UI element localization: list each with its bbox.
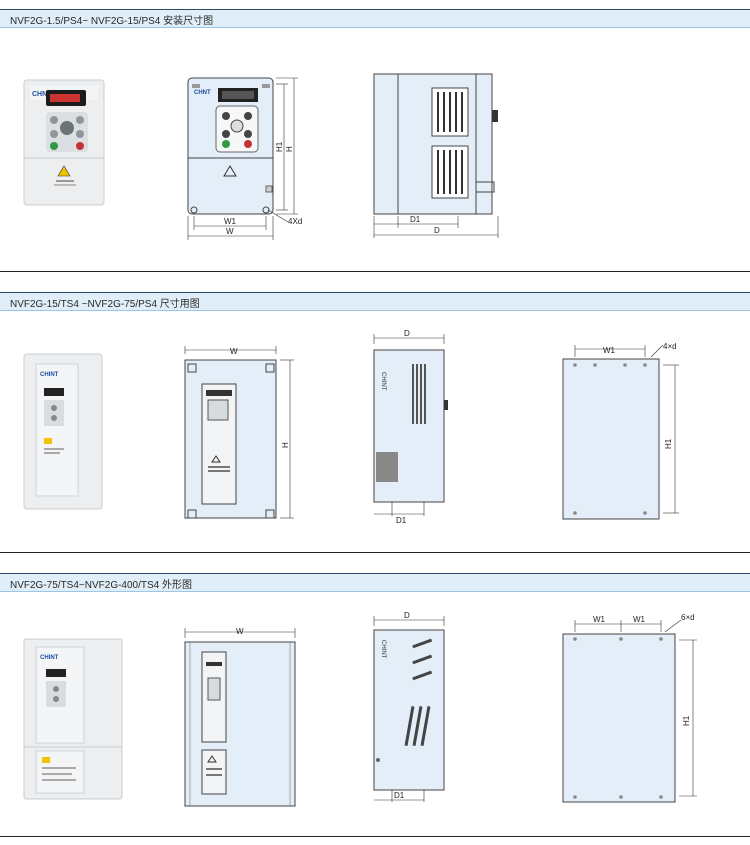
section-3-side-view: D CHINT D1	[373, 611, 445, 802]
section-2-d1-label: D1	[396, 516, 407, 525]
section-2-w1-label: W1	[603, 346, 616, 355]
section-3-front-view: W	[184, 627, 296, 807]
section-2-d-label: D	[404, 330, 410, 338]
section-1-product-photo: CHNT	[23, 79, 105, 206]
section-3-w1a-label: W1	[593, 615, 606, 624]
section-2-header: NVF2G-15/TS4 ~NVF2G-75/PS4 尺寸用图	[0, 292, 750, 311]
section-3-h1-label: H1	[682, 715, 691, 726]
section-2-back-view: W1 4×d H1	[562, 342, 679, 520]
section-2-side-view: D CHINT D1	[373, 330, 448, 525]
section-3-w1b-label: W1	[633, 615, 646, 624]
section-1-front-view: CHNT W1 W H1 H 4Xd	[187, 77, 302, 240]
section-2-holes-label: 4×d	[663, 342, 677, 351]
section-2-photo-brand: CHINT	[40, 372, 59, 378]
section-1-h1-label: H1	[275, 141, 284, 152]
section-1-photo-brand: CHNT	[32, 91, 52, 98]
section-3-title: NVF2G-75/TS4~NVF2G-400/TS4 外形图	[10, 580, 193, 591]
section-1-w-label: W	[226, 227, 234, 236]
section-1-h-label: H	[285, 146, 294, 152]
section-3-bottom-rule	[0, 836, 750, 837]
section-2-w-label: W	[230, 347, 238, 356]
section-2-side-brand: CHINT	[380, 372, 386, 391]
section-3-photo-brand: CHINT	[40, 655, 59, 661]
section-1-bottom-rule	[0, 271, 750, 272]
section-2-front-view: W H	[184, 346, 294, 519]
section-2-product-photo: CHINT	[23, 353, 103, 510]
section-1-d-label: D	[434, 226, 440, 235]
section-3-d1-label: D1	[394, 791, 405, 800]
section-3-holes-label: 6×d	[681, 613, 695, 622]
section-2-h1-label: H1	[664, 438, 673, 449]
section-3-d-label: D	[404, 611, 410, 620]
section-3-side-brand: CHINT	[380, 640, 386, 659]
section-3-w-label: W	[236, 627, 244, 636]
section-3-product-photo: CHINT	[23, 638, 123, 800]
section-1-d1-label: D1	[410, 215, 421, 224]
section-1-holes-label: 4Xd	[288, 217, 302, 226]
section-3-header: NVF2G-75/TS4~NVF2G-400/TS4 外形图	[0, 573, 750, 592]
section-2-title: NVF2G-15/TS4 ~NVF2G-75/PS4 尺寸用图	[10, 299, 200, 310]
section-1-header: NVF2G-1.5/PS4~ NVF2G-15/PS4 安装尺寸图	[0, 9, 750, 28]
section-1-w1-label: W1	[224, 217, 237, 226]
section-1-side-view: D1 D	[373, 73, 499, 238]
section-2-bottom-rule	[0, 552, 750, 553]
section-3-back-view: W1 W1 6×d H1	[562, 613, 697, 803]
section-2-h-label: H	[281, 442, 290, 448]
section-1-drawing-brand: CHNT	[194, 90, 211, 96]
section-1-title: NVF2G-1.5/PS4~ NVF2G-15/PS4 安装尺寸图	[10, 16, 214, 27]
